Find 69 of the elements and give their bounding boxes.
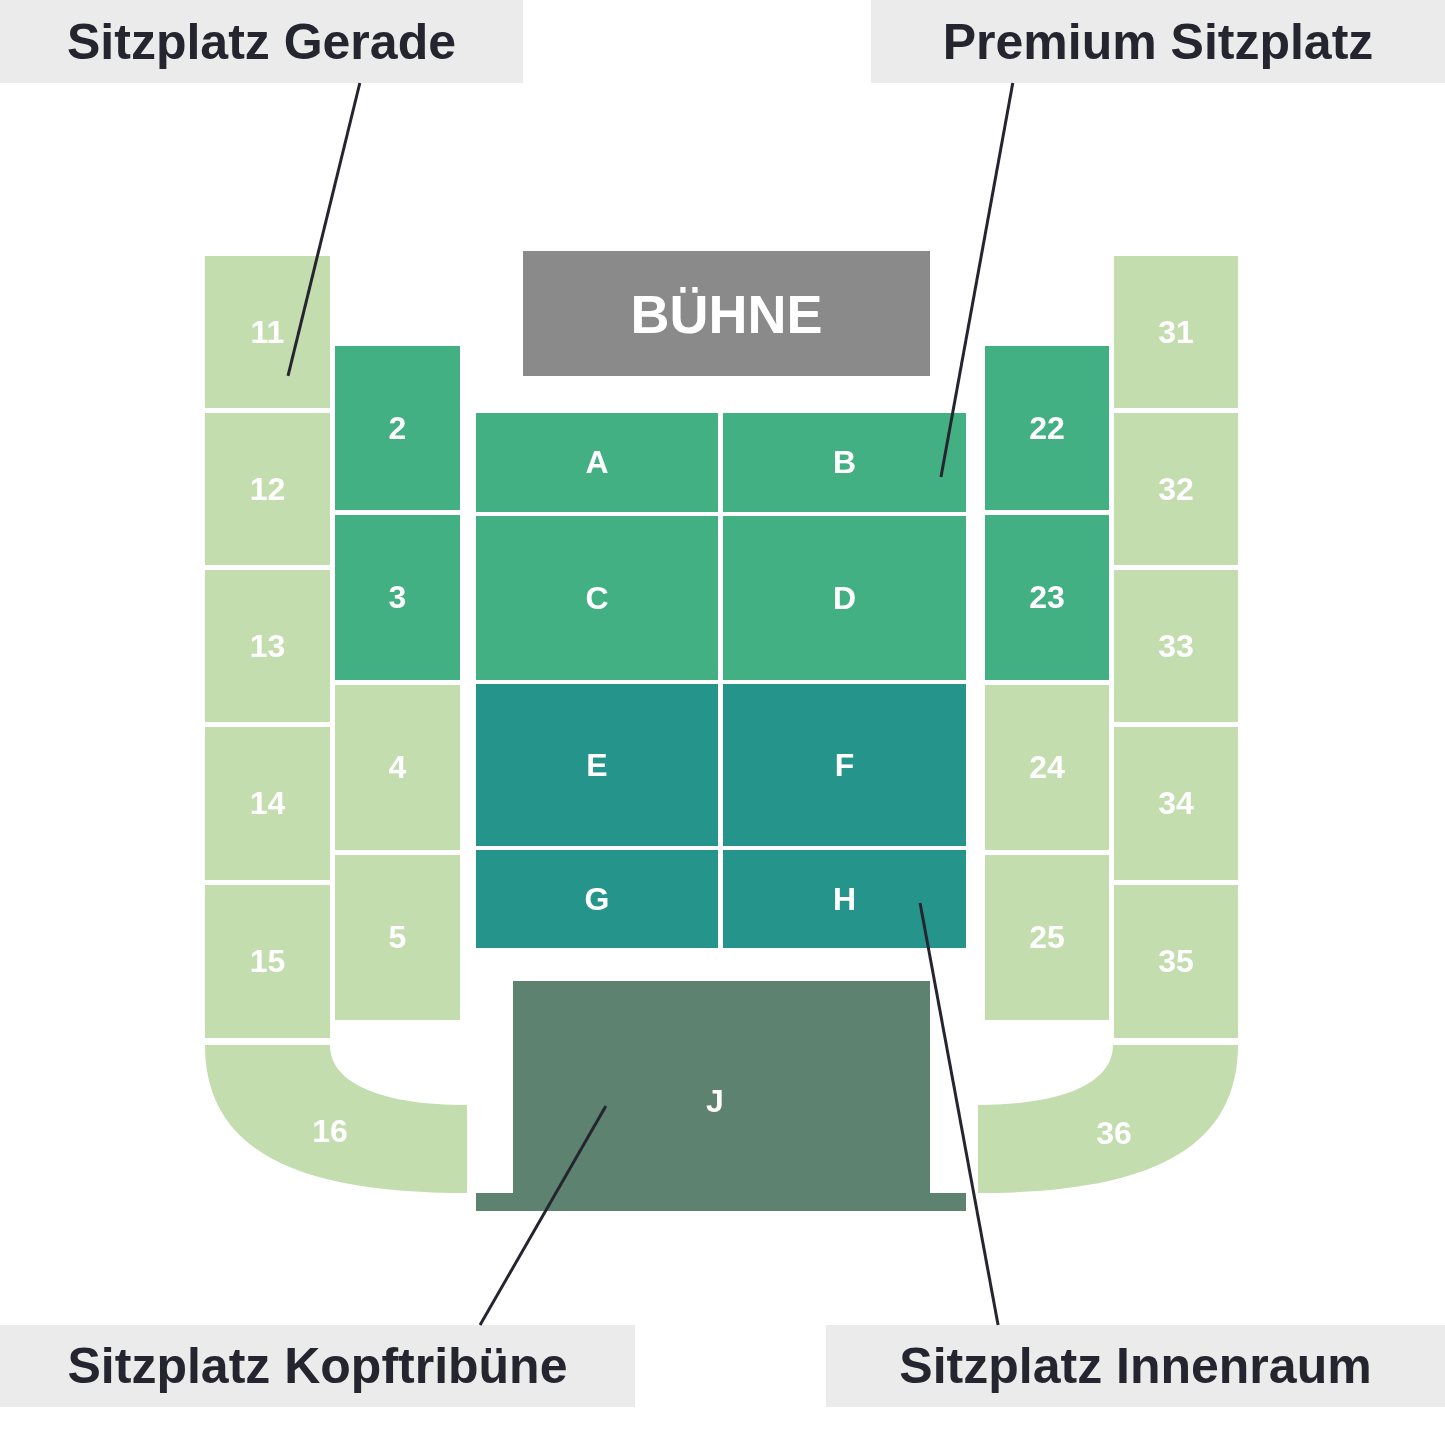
section-number: 31 xyxy=(1158,313,1194,351)
leader-line xyxy=(286,82,362,377)
section-number: 36 xyxy=(1096,1114,1132,1152)
seating-section xyxy=(335,685,460,850)
seating-section xyxy=(205,413,330,565)
seating-section xyxy=(985,685,1109,850)
stage-label: BÜHNE xyxy=(630,282,823,345)
section-number: 14 xyxy=(249,785,286,822)
callout-box xyxy=(0,0,523,83)
section-number: 33 xyxy=(1158,627,1194,665)
seating-section xyxy=(723,684,966,846)
seating-section xyxy=(205,570,330,722)
callout-box xyxy=(871,0,1445,83)
seating-section xyxy=(723,516,966,680)
seating-section xyxy=(985,346,1109,510)
seating-section xyxy=(476,413,718,512)
callout-text: Premium Sitzplatz xyxy=(942,12,1374,71)
seating-section xyxy=(1114,885,1238,1038)
seating-section xyxy=(335,346,460,510)
leader-line xyxy=(939,82,1015,478)
seating-section xyxy=(335,855,460,1020)
section-number: 34 xyxy=(1158,785,1194,822)
section-number: 15 xyxy=(249,943,286,980)
section-number: 11 xyxy=(250,313,285,351)
callout-text: Sitzplatz Innenraum xyxy=(899,1337,1372,1395)
stage-block xyxy=(523,251,930,376)
seating-section xyxy=(476,516,718,680)
seating-section xyxy=(1114,570,1238,722)
seating-section xyxy=(1114,413,1238,565)
seating-section xyxy=(335,515,460,680)
section-number: A xyxy=(585,444,609,481)
section-number: 16 xyxy=(312,1112,348,1150)
seating-section xyxy=(205,885,330,1038)
seating-section xyxy=(985,515,1109,680)
section-number: 5 xyxy=(388,919,407,956)
seating-section xyxy=(723,850,966,948)
section-number: F xyxy=(834,746,855,784)
section-number: E xyxy=(586,746,608,784)
section-number: 13 xyxy=(249,627,286,665)
leader-line xyxy=(478,1105,608,1326)
section-number: B xyxy=(832,444,857,481)
section-number: 23 xyxy=(1029,579,1065,616)
section-number: 4 xyxy=(388,749,407,786)
callout-text: Sitzplatz Gerade xyxy=(67,12,456,71)
section-number: 12 xyxy=(249,470,286,508)
callout-box xyxy=(0,1325,635,1407)
callout-text: Sitzplatz Kopftribüne xyxy=(67,1337,568,1395)
seating-section xyxy=(985,855,1109,1020)
section-number: 22 xyxy=(1029,409,1065,447)
section-number: G xyxy=(584,880,610,918)
seating-section xyxy=(205,727,330,880)
section-number: 35 xyxy=(1158,943,1194,980)
section-number: 25 xyxy=(1029,919,1065,956)
seating-section xyxy=(476,850,718,948)
seating-section xyxy=(1114,727,1238,880)
section-number: 24 xyxy=(1029,749,1065,786)
section-number: J xyxy=(706,1082,724,1120)
section-number: H xyxy=(832,880,857,918)
seating-section xyxy=(205,256,330,408)
section-number: 2 xyxy=(388,409,407,447)
callout-box xyxy=(826,1325,1445,1407)
leader-line xyxy=(918,902,1000,1326)
section-number: D xyxy=(832,579,857,617)
seating-section xyxy=(476,684,718,846)
seating-section xyxy=(723,413,966,512)
seating-section xyxy=(1114,256,1238,408)
section-number: 3 xyxy=(388,579,407,616)
section-number: 32 xyxy=(1158,470,1194,508)
section-number: C xyxy=(585,579,609,617)
